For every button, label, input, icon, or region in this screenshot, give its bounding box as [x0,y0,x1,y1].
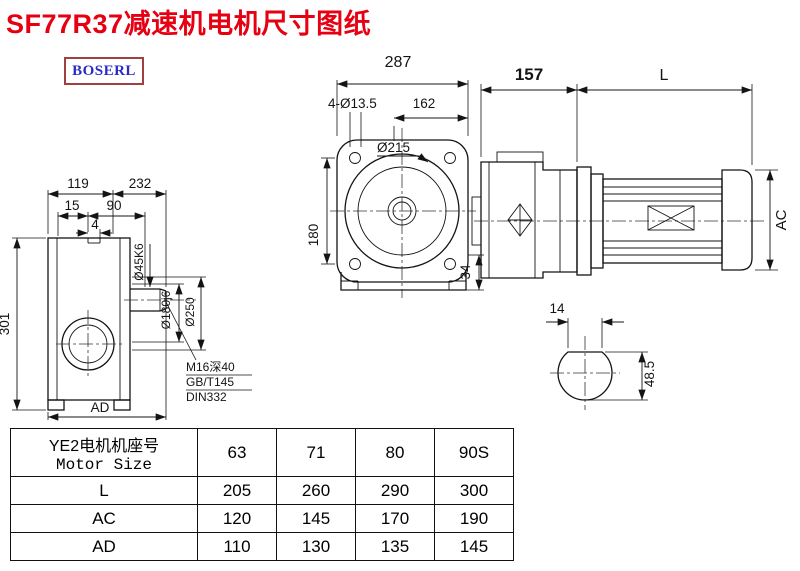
left-view-dimensions: 119 232 15 90 4 301 AD Ø45K6 Ø180j6 Ø250… [0,176,252,421]
table-cell-AC-2: 170 [355,504,435,533]
dim-AD: AD [91,400,110,415]
table-row-AC: AC 120 145 170 190 [10,504,514,533]
table-cell-L-0: 205 [197,476,277,505]
table-cell-L-3: 300 [434,476,514,505]
table-header-cn: YE2电机机座号 [48,437,160,455]
row-label-AD: AD [10,532,198,561]
dim-162: 162 [413,96,436,111]
dim-shaft-height-48-5: 48.5 [642,361,657,387]
table-cell-AD-2: 135 [355,532,435,561]
brand-logo-text: BOSERL [72,62,136,79]
table-cell-AC-0: 120 [197,504,277,533]
dim-180: 180 [306,224,321,247]
note-din332: DIN332 [186,390,227,404]
shaft-section-dimensions: 14 48.5 [546,301,657,401]
table-cell-AD-0: 110 [197,532,277,561]
table-cell-size-1: 71 [276,428,356,477]
left-view [47,237,197,411]
dim-motor-height-AC: AC [773,209,790,230]
table-row-AD: AD 110 130 135 145 [10,532,514,561]
dim-301: 301 [0,313,12,336]
row-label-L: L [10,476,198,505]
dim-bolt-holes: 4-Ø13.5 [328,96,377,111]
dim-232: 232 [129,176,152,191]
dim-spigot-diameter: Ø180j6 [159,290,173,329]
dim-15: 15 [64,198,79,213]
table-cell-AC-3: 190 [434,504,514,533]
dim-4: 4 [91,217,99,232]
table-cell-size-3: 90S [434,428,514,477]
page-title: SF77R37减速机电机尺寸图纸 [6,9,372,39]
motor-size-table: YE2电机机座号 Motor Size 63 71 80 90S L 205 2… [10,428,514,561]
dim-34: 34 [458,264,473,280]
side-view [471,151,766,279]
table-cell-AD-3: 145 [434,532,514,561]
dim-119: 119 [67,176,89,191]
side-view-dimensions: 157 L AC [480,65,790,271]
dim-motor-length-L: L [660,67,669,84]
row-label-AC: AC [10,504,198,533]
table-row-L: L 205 260 290 300 [10,476,514,505]
dim-157: 157 [515,65,543,84]
table-cell-size-2: 80 [355,428,435,477]
table-cell-AD-1: 130 [276,532,356,561]
table-cell-AC-1: 145 [276,504,356,533]
table-cell-L-2: 290 [355,476,435,505]
brand-logo: BOSERL [64,57,144,85]
dim-flange-diameter: Ø215 [377,140,410,155]
dim-key-width-14: 14 [549,301,565,316]
front-view [330,128,476,298]
table-cell-size-0: 63 [197,428,277,477]
note-tap-m16: M16深40 [186,360,235,374]
table-cell-L-1: 260 [276,476,356,505]
dim-287: 287 [385,54,412,71]
technical-drawing: 287 162 4-Ø13.5 Ø215 180 34 [0,54,790,421]
table-header-label: YE2电机机座号 Motor Size [10,428,198,477]
shaft-section-view [550,336,620,410]
dim-shaft-diameter: Ø45K6 [132,243,146,281]
front-view-dimensions: 287 162 4-Ø13.5 Ø215 180 34 [306,54,484,291]
dim-output-flange-diameter: Ø250 [183,297,197,327]
note-gb-t145: GB/T145 [186,375,234,389]
table-header-en: Motor Size [55,455,152,474]
dim-90: 90 [106,198,121,213]
